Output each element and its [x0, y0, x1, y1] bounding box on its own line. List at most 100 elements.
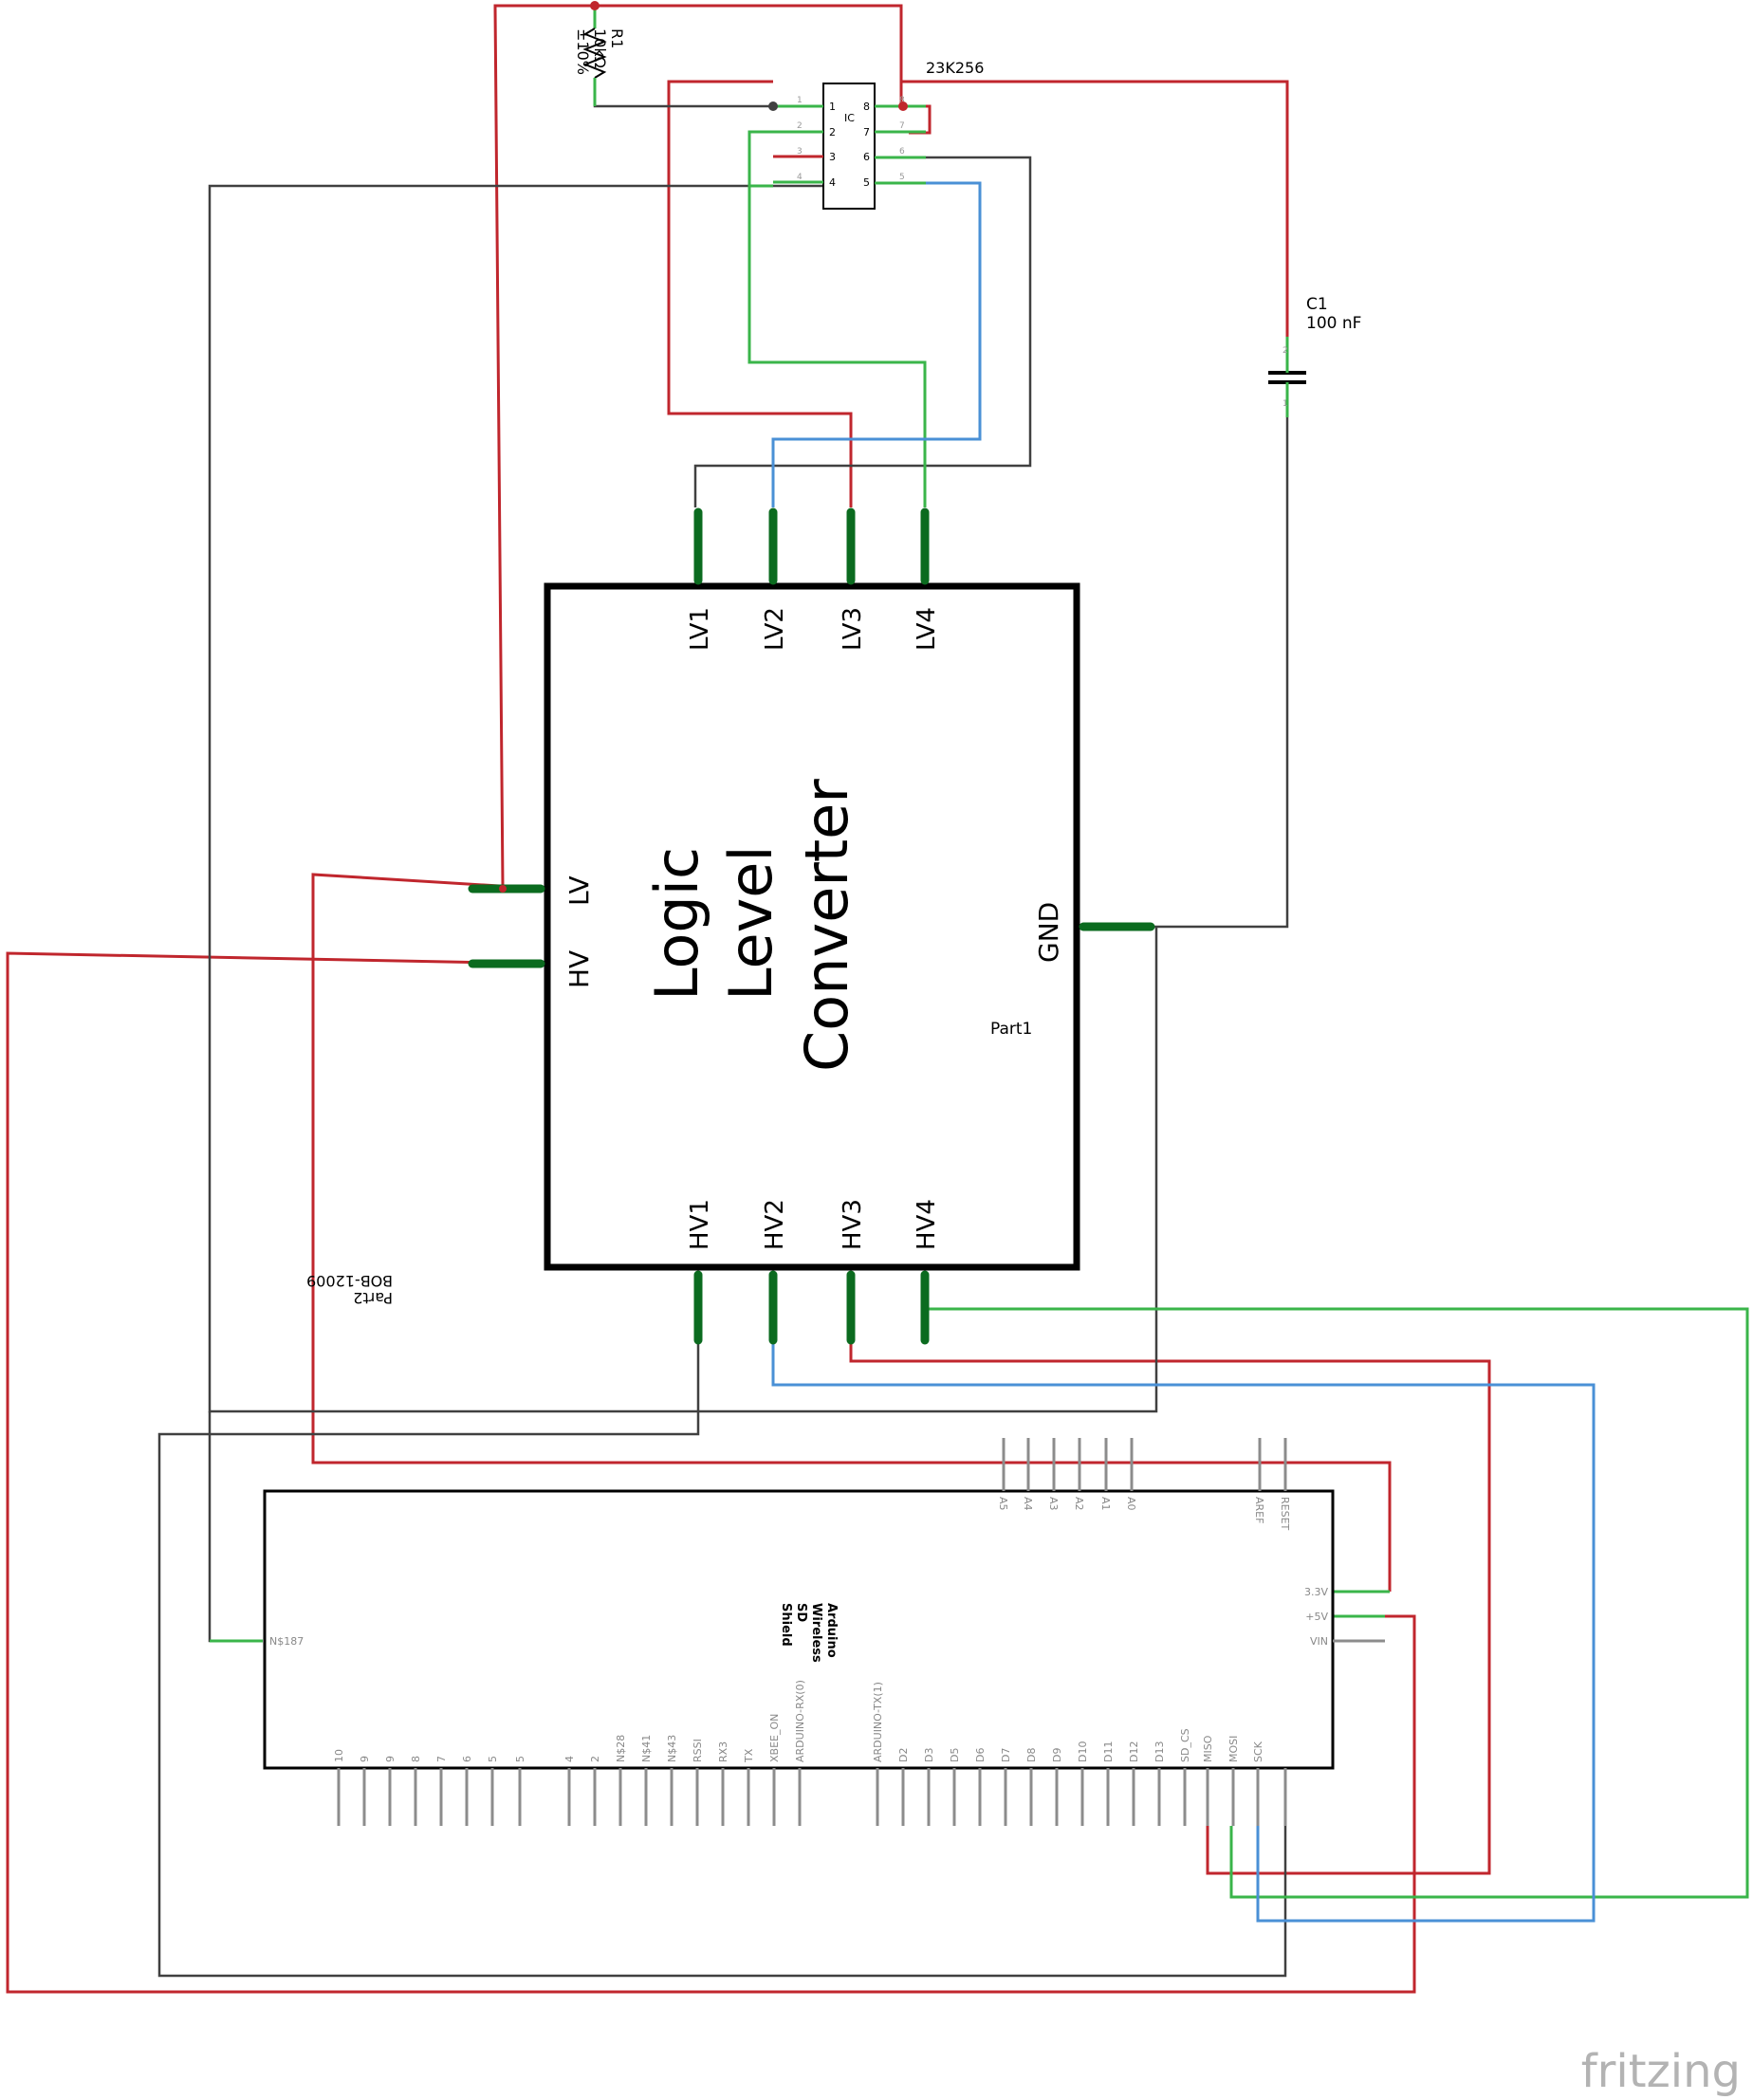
arduino-top-pin-label: A3 [1047, 1497, 1060, 1511]
ic-pinnum-7: 7 [899, 121, 905, 131]
ic-pin3-label: 3 [829, 151, 836, 163]
ic-pin8-label: 8 [863, 101, 870, 113]
r1-value: 10kΩ [591, 28, 609, 68]
arduino-pin-n187: N$187 [269, 1635, 304, 1648]
arduino-bottom-pin-label: SCK [1252, 1741, 1264, 1762]
arduino-bottom-pin-label: SD_CS [1179, 1728, 1191, 1762]
ic-pin1-label: 1 [829, 101, 836, 113]
junction-dot [499, 885, 507, 893]
ic-pinnum-5: 5 [899, 173, 905, 182]
llc-ref-mirrored-2: BOB-12009 [306, 1272, 393, 1290]
wire-nsign-to-gnd [208, 1411, 263, 1643]
wire-lv1-to-ic-pin6 [693, 156, 1032, 507]
ic-pinnum-6: 6 [899, 147, 905, 157]
c1-value: 100 nF [1306, 314, 1361, 333]
arduino-top-pin-label: AREF [1253, 1497, 1265, 1523]
arduino-bottom-pin-label: D10 [1077, 1741, 1089, 1762]
arduino-bottom-pin-label: N$41 [640, 1735, 653, 1762]
arduino-top-pin-label: A1 [1099, 1497, 1112, 1511]
wire-hv1-loop [157, 1337, 1287, 1978]
llc-title-line1: Logic [642, 847, 711, 1001]
c1-pin2-num: 2 [1282, 346, 1288, 356]
arduino-bottom-pin-label: ARDUINO-RX(0) [794, 1680, 806, 1762]
arduino-bottom-pin-label: D12 [1128, 1741, 1140, 1762]
llc-pin-hv3: HV3 [839, 1199, 867, 1250]
arduino-bottom-pin-label: MISO [1202, 1735, 1214, 1762]
ic-pin4-label: 4 [829, 176, 836, 189]
wire-c1-to-ic-pin8 [901, 80, 1289, 337]
llc-pin-hv1: HV1 [686, 1199, 714, 1250]
wire-gnd-to-c1 [1079, 417, 1289, 929]
resistor-r1[interactable]: R1 10kΩ ±10% [574, 1, 626, 106]
llc-pin-lv1: LV1 [686, 607, 714, 651]
llc-title-line2: Level [716, 845, 785, 1001]
llc-pin-hv2: HV2 [761, 1199, 789, 1250]
arduino-bottom-pin-label: D11 [1102, 1741, 1115, 1762]
capacitor-c1[interactable]: C1 100 nF 2 1 [1268, 295, 1361, 409]
llc-pin-lv4: LV4 [913, 607, 941, 651]
arduino-title-line4: Shield [779, 1603, 793, 1647]
wire-lv3-to-ic-pin1 [667, 80, 853, 507]
arduino-top-pin-label: A5 [997, 1497, 1009, 1511]
arduino-bottom-pin-label: D2 [897, 1748, 910, 1762]
arduino-bottom-pin-label: D8 [1025, 1748, 1038, 1762]
arduino-pin-5v: +5V [1305, 1611, 1328, 1623]
ic-pinnum-8: 8 [899, 96, 905, 105]
arduino-bottom-pin-label: 4 [563, 1756, 576, 1762]
arduino-title-line1: Arduino [824, 1603, 839, 1658]
wire-hv4-to-mosi [925, 1307, 1749, 1899]
arduino-bottom-pin-label: D5 [949, 1748, 961, 1762]
r1-tolerance: ±10% [574, 28, 592, 75]
arduino-bottom-pin-label: 7 [435, 1756, 448, 1762]
arduino-title-line3: SD [794, 1603, 808, 1622]
arduino-bottom-pin-label: 5 [514, 1756, 526, 1762]
arduino-top-pin-label: RESET [1279, 1497, 1291, 1531]
llc-side-lv: LV [563, 875, 595, 906]
ic-pinnum-4: 4 [797, 173, 803, 182]
arduino-top-pin-label: A4 [1022, 1497, 1034, 1511]
ic-pin6-label: 6 [863, 151, 870, 163]
llc-pin-lv2: LV2 [761, 607, 789, 651]
resistor-zigzag [582, 28, 607, 79]
wire-lv-to-33v [311, 873, 1392, 1592]
llc-title-line3: Converter [792, 779, 861, 1072]
r1-ref: R1 [608, 28, 626, 48]
arduino-bottom-pin-label: TX [743, 1748, 755, 1763]
arduino-bottom-pin-label: 6 [461, 1756, 473, 1762]
logic-level-converter[interactable]: LV1 LV2 LV3 LV4 HV1 HV2 HV3 HV4 LV HV GN… [306, 507, 1155, 1345]
arduino-bottom-pin-label: N$43 [666, 1735, 678, 1762]
ic-23k256[interactable]: IC 23K256 1 2 3 4 8 7 6 5 1 2 3 4 8 7 6 … [768, 59, 984, 210]
c1-pin1-num: 1 [1282, 399, 1288, 409]
wire-lv2-to-ic-pin5 [771, 181, 982, 507]
arduino-bottom-pin-label: MOSI [1227, 1736, 1240, 1762]
arduino-bottom-pin-label: D6 [974, 1748, 987, 1762]
llc-part-label: Part1 [990, 1020, 1032, 1039]
junction-dot [898, 101, 908, 111]
llc-side-hv: HV [563, 950, 595, 988]
ic-pin2-label: 2 [829, 126, 836, 138]
c1-ref: C1 [1306, 295, 1328, 314]
arduino-bottom-pin-label: 5 [487, 1756, 499, 1762]
junction-dot [768, 101, 778, 111]
wire-hv2-to-miso [771, 1337, 1596, 1923]
junction-dot [590, 1, 600, 10]
wire-hv3-to-sdcs [849, 1337, 1491, 1875]
arduino-bottom-pin-label: 9 [359, 1756, 371, 1762]
wire-ic-pin8-pin7 [903, 104, 932, 135]
arduino-pin-vin: VIN [1310, 1635, 1328, 1648]
arduino-bottom-pin-label: D3 [923, 1748, 935, 1762]
arduino-pin-33v: 3.3V [1304, 1586, 1328, 1598]
llc-ref-mirrored-1: Part2 [353, 1289, 393, 1307]
llc-pin-hv4: HV4 [913, 1199, 941, 1250]
ic-pinnum-2: 2 [797, 121, 803, 131]
arduino-top-pin-label: A0 [1125, 1497, 1137, 1511]
arduino-bottom-pin-label: D9 [1051, 1748, 1063, 1762]
arduino-bottom-pin-label: 2 [589, 1756, 601, 1762]
llc-side-gnd: GND [1033, 902, 1064, 963]
ic-pinnum-3: 3 [797, 147, 803, 157]
arduino-bottom-pin-label: N$28 [615, 1735, 627, 1762]
ic-ref: IC [844, 112, 855, 124]
